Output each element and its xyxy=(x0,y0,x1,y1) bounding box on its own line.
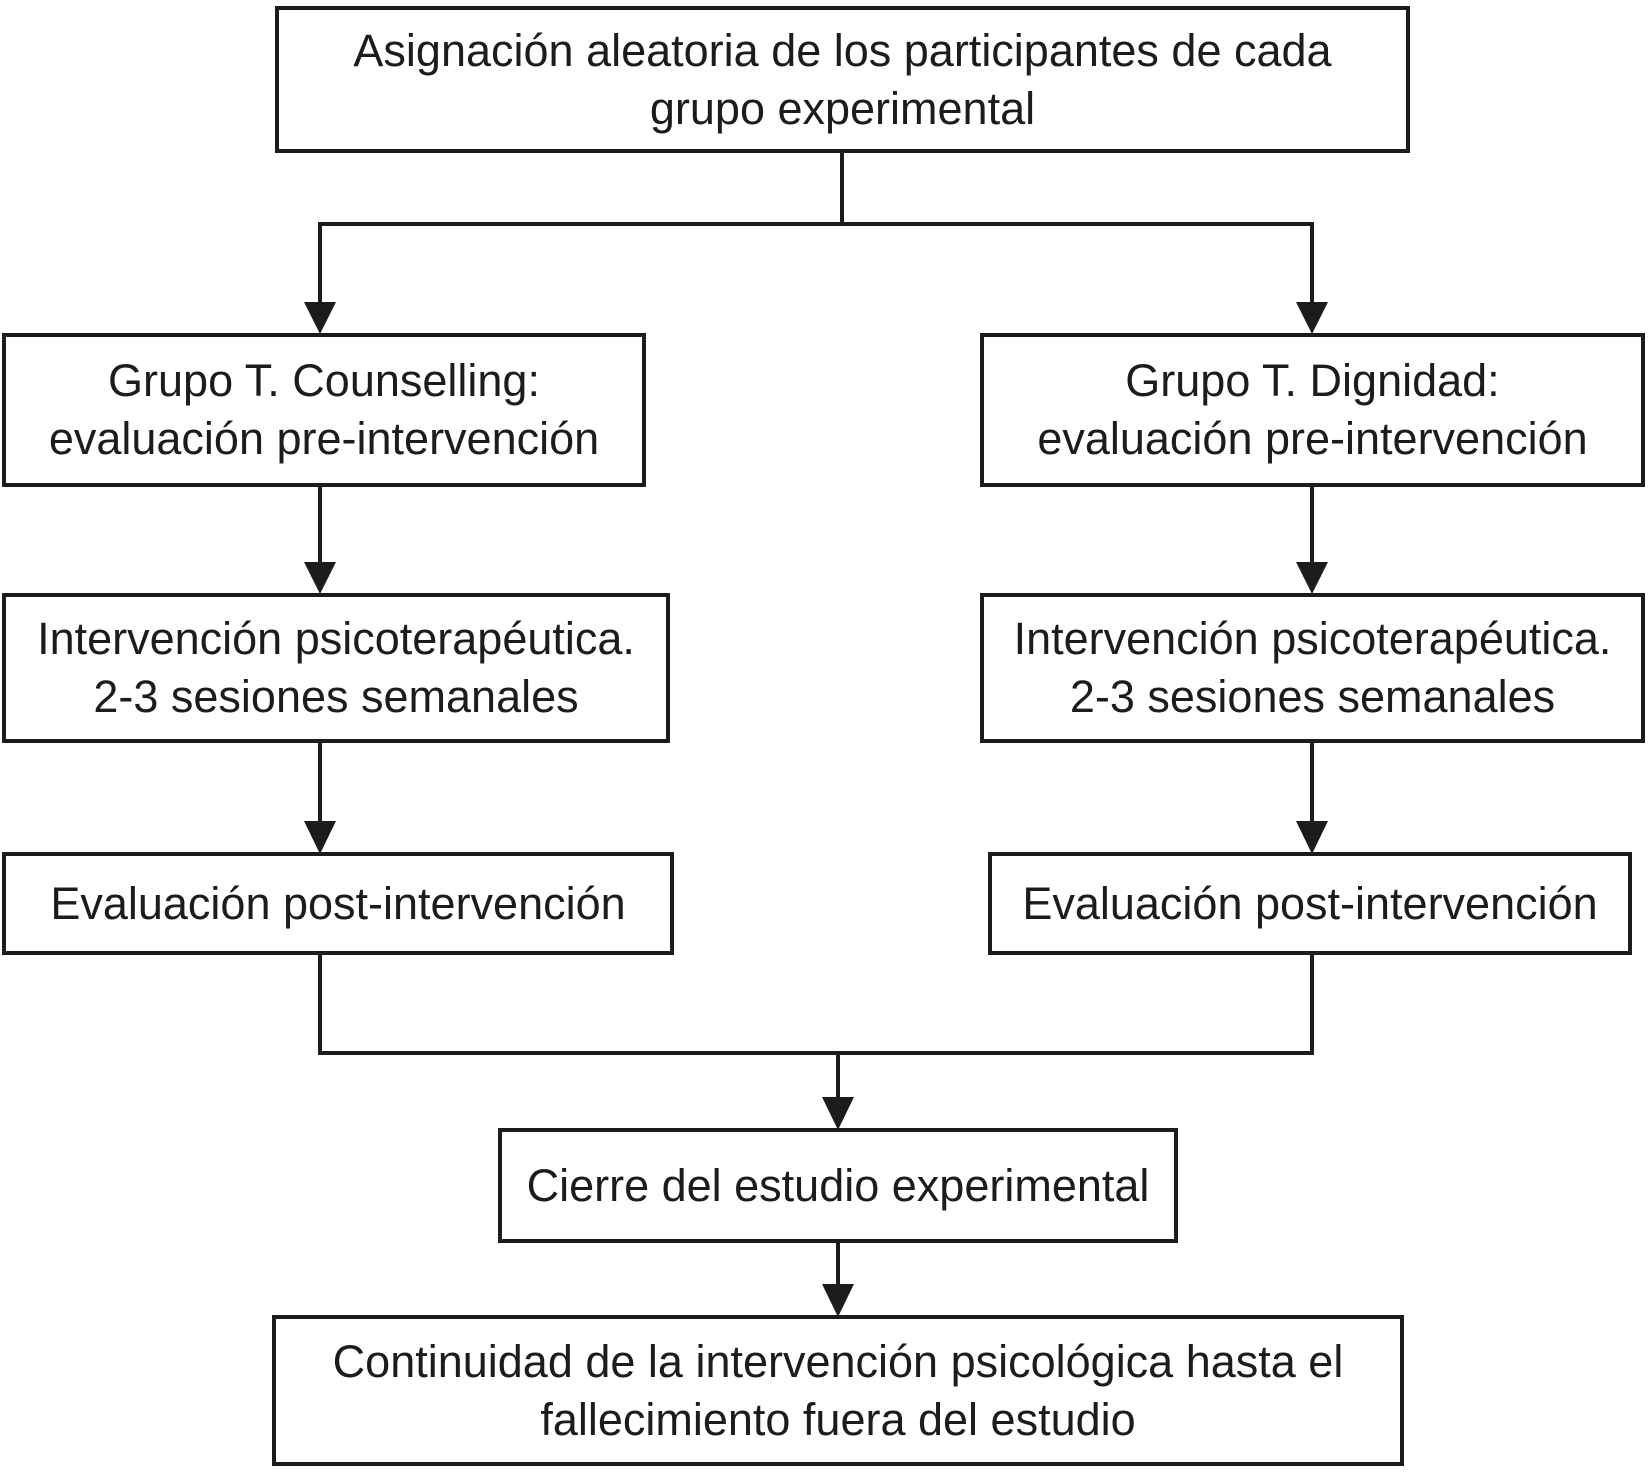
node-evaluacion-derecha: Evaluación post-intervención xyxy=(988,852,1632,955)
node-cierre-estudio: Cierre del estudio experimental xyxy=(498,1128,1178,1243)
node-text-line: Asignación aleatoria de los participante… xyxy=(353,24,1332,76)
arrowhead-to-dignidad xyxy=(1296,302,1328,334)
node-text-line: Evaluación post-intervención xyxy=(50,877,626,929)
arrowhead-to-intervencion-izquierda xyxy=(304,562,336,594)
arrowhead-to-cierre xyxy=(822,1097,854,1130)
node-evaluacion-izquierda: Evaluación post-intervención xyxy=(2,852,674,955)
node-intervencion-izquierda: Intervención psicoterapéutica. 2-3 sesio… xyxy=(2,593,670,743)
connector-converge-to-cierre xyxy=(318,953,1314,1099)
node-text-line: Intervención psicoterapéutica. xyxy=(1013,613,1612,665)
node-text-line: Intervención psicoterapéutica. xyxy=(37,613,635,665)
arrowhead-to-evaluacion-derecha xyxy=(1296,821,1328,854)
node-text-line: evaluación pre-intervención xyxy=(1037,413,1588,464)
arrowhead-to-intervencion-derecha xyxy=(1296,562,1328,594)
node-intervencion-derecha: Intervención psicoterapéutica. 2-3 sesio… xyxy=(980,593,1645,743)
node-text-line: Evaluación post-intervención xyxy=(1022,877,1598,929)
arrowhead-to-evaluacion-izquierda xyxy=(304,821,336,854)
node-text-line: 2-3 sesiones semanales xyxy=(93,671,579,722)
connector-split-top xyxy=(318,150,1314,303)
node-continuidad-intervencion: Continuidad de la intervención psicológi… xyxy=(272,1315,1404,1466)
node-grupo-dignidad: Grupo T. Dignidad: evaluación pre-interv… xyxy=(980,333,1645,487)
node-text-line: Continuidad de la intervención psicológi… xyxy=(332,1335,1344,1387)
node-text-line: Cierre del estudio experimental xyxy=(526,1159,1150,1211)
node-asignacion-aleatoria: Asignación aleatoria de los participante… xyxy=(275,6,1410,153)
arrowhead-to-continuidad xyxy=(822,1284,854,1317)
node-text-line: fallecimiento fuera del estudio xyxy=(540,1393,1136,1445)
arrowhead-to-counselling xyxy=(304,302,336,334)
node-text-line: Grupo T. Counselling: xyxy=(108,355,540,407)
node-grupo-counselling: Grupo T. Counselling: evaluación pre-int… xyxy=(2,333,646,487)
node-text-line: Grupo T. Dignidad: xyxy=(1125,355,1500,407)
node-text-line: evaluación pre-intervención xyxy=(48,413,600,464)
node-text-line: 2-3 sesiones semanales xyxy=(1069,671,1556,722)
node-text-line: grupo experimental xyxy=(649,82,1036,134)
